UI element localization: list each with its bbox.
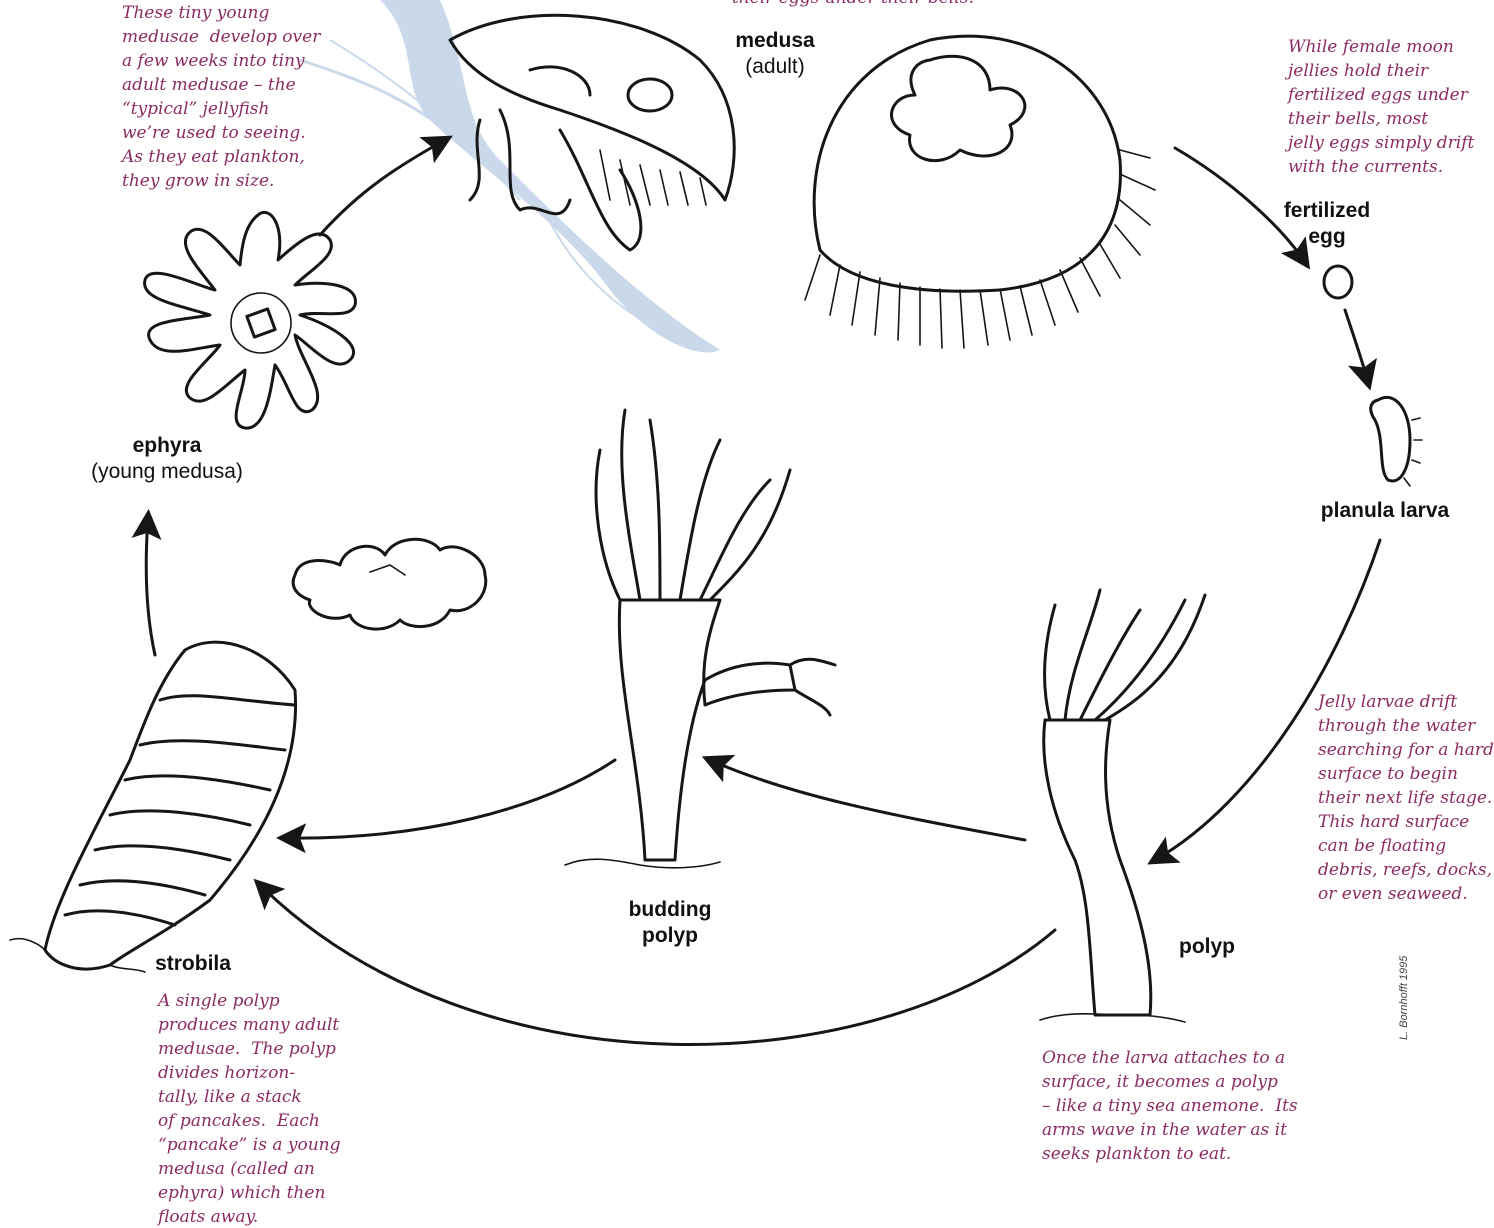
polyp-label: polyp [1162, 934, 1252, 960]
top-cut-note: their eggs under their bells. [732, 0, 974, 10]
arrow-ephyra-to-young-medusa [320, 140, 445, 235]
arrow-polyp-to-budding-polyp [710, 760, 1025, 840]
strobila-note: A single polyp produces many adult medus… [158, 989, 341, 1228]
young-medusa-drawing [450, 15, 734, 250]
adult-medusa-drawing [805, 36, 1155, 348]
fertilized-egg-label: fertilized egg [1272, 198, 1382, 250]
medusa-subtitle: (adult) [720, 54, 830, 80]
medusa-title: medusa [720, 28, 830, 54]
strobila-drawing [10, 642, 296, 972]
ephyra-subtitle: (young medusa) [82, 459, 252, 485]
eggs-note: While female moon jellies hold their fer… [1288, 35, 1474, 179]
budding-polyp-title-line2: polyp [612, 923, 728, 949]
arrow-strobila-to-ephyra [146, 518, 155, 655]
polyp-title: polyp [1162, 934, 1252, 960]
medusa-label: medusa (adult) [720, 28, 830, 80]
larvae-note: Jelly larvae drift through the water sea… [1318, 690, 1494, 906]
budding-polyp-title-line1: budding [612, 897, 728, 923]
arrow-egg-to-planula [1345, 310, 1368, 382]
budding-polyp-label: budding polyp [612, 897, 728, 949]
fertilized-egg-drawing [1324, 266, 1352, 298]
budding-polyp-drawing [565, 410, 835, 868]
ephyra-title: ephyra [82, 433, 252, 459]
arrow-budding-polyp-to-strobila [285, 760, 615, 838]
small-ephyra-drawing [293, 539, 486, 629]
medusae-growth-note: These tiny young medusae develop over a … [122, 1, 320, 193]
polyp-note: Once the larva attaches to a surface, it… [1042, 1046, 1298, 1166]
ephyra-drawing [145, 212, 356, 428]
planula-larva-drawing [1371, 397, 1422, 486]
cycle-arrows [146, 140, 1380, 1045]
ephyra-label: ephyra (young medusa) [82, 433, 252, 485]
artist-credit: L. Bornhofft 1995 [1398, 956, 1410, 1040]
fertilized-egg-title-line2: egg [1272, 224, 1382, 250]
fertilized-egg-title-line1: fertilized [1272, 198, 1382, 224]
planula-larva-label: planula larva [1300, 498, 1470, 524]
strobila-label: strobila [145, 951, 241, 977]
planula-larva-title: planula larva [1300, 498, 1470, 524]
strobila-title: strobila [145, 951, 241, 977]
